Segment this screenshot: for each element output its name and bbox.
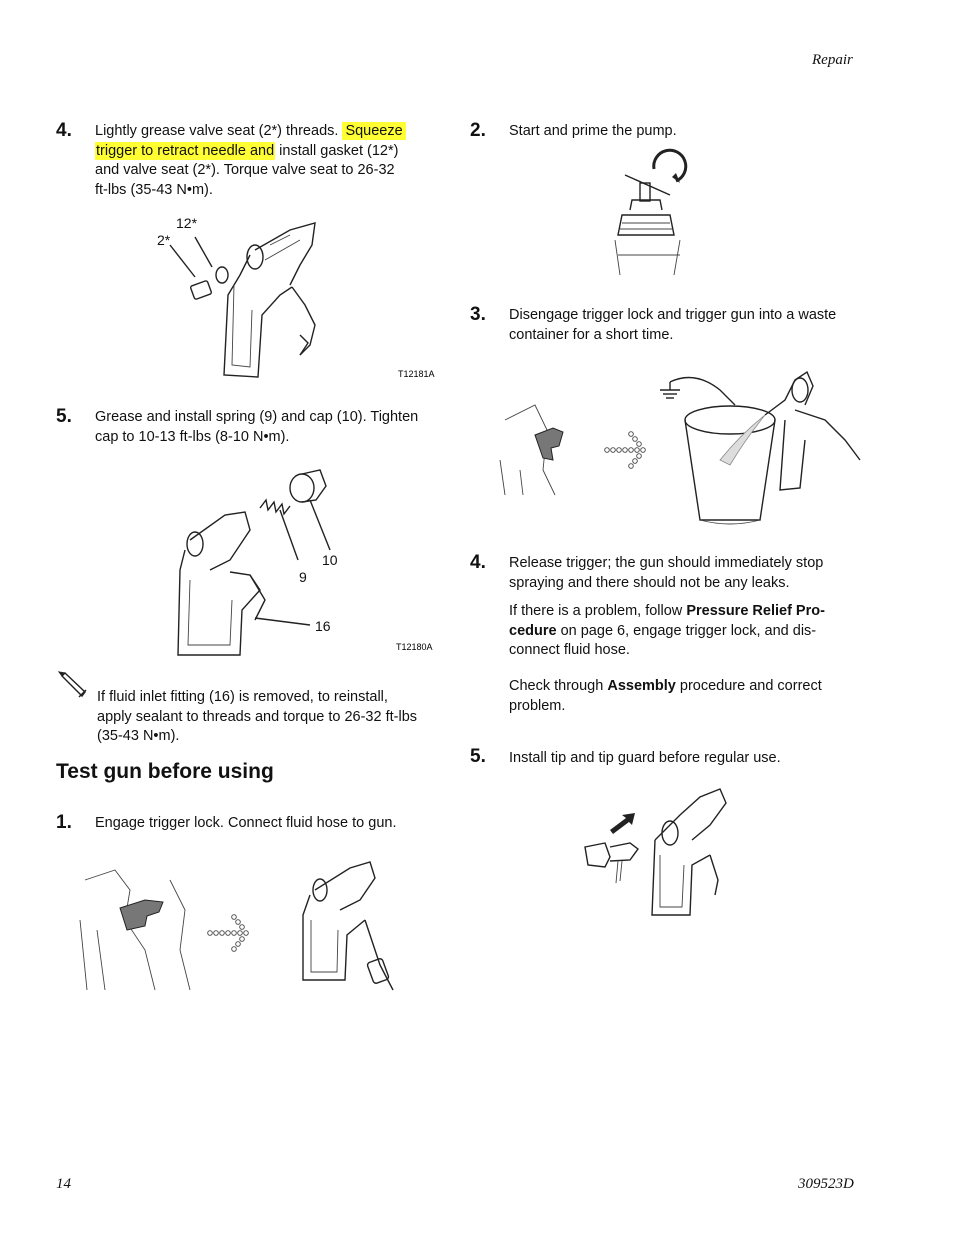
step-text-line: cap to 10-13 ft-lbs (8-10 N•m). bbox=[95, 428, 290, 445]
step-text-line: problem. bbox=[509, 697, 566, 714]
step-text-line: Disengage trigger lock and trigger gun i… bbox=[509, 307, 837, 323]
step-paragraph: Check through Assembly procedure and cor… bbox=[509, 677, 869, 716]
figure-code: T12181A bbox=[398, 369, 435, 379]
callout-label: 16 bbox=[315, 618, 331, 634]
step-paragraph: If there is a problem, follow Pressure R… bbox=[509, 602, 869, 661]
step-number: 5. bbox=[470, 746, 486, 767]
waste-container-illustration bbox=[499, 370, 861, 525]
callout-label: 9 bbox=[299, 569, 307, 585]
step-text: Grease and install spring (9) and cap (1… bbox=[95, 408, 455, 447]
note-text: If fluid inlet fitting (16) is removed, … bbox=[97, 688, 457, 747]
pencil-icon bbox=[57, 671, 87, 698]
bold-reference: cedure bbox=[509, 622, 557, 639]
bold-reference: Assembly bbox=[607, 678, 676, 694]
note-line: apply sealant to threads and torque to 2… bbox=[97, 708, 418, 725]
step-text-line: container for a short time. bbox=[509, 326, 674, 343]
step-text: Start and prime the pump. bbox=[509, 123, 677, 139]
tip-install-illustration bbox=[584, 788, 727, 916]
step-text-line: Lightly grease valve seat (2*) threads. bbox=[95, 123, 343, 139]
section-heading: Test gun before using bbox=[56, 760, 274, 783]
pump-prime-illustration bbox=[614, 148, 688, 276]
spray-gun-illustration: T12180A bbox=[177, 469, 433, 656]
spray-gun-illustration: T12181A bbox=[169, 222, 435, 379]
highlighted-text: trigger to retract needle and bbox=[95, 141, 276, 160]
step-number: 5. bbox=[56, 406, 72, 427]
running-header: Repair bbox=[812, 52, 853, 68]
step-text: Engage trigger lock. Connect fluid hose … bbox=[95, 815, 397, 831]
note-line: If fluid inlet fitting (16) is removed, … bbox=[97, 689, 388, 705]
page-number: 14 bbox=[56, 1176, 71, 1192]
step-number: 4. bbox=[470, 552, 486, 573]
step-text-line: Release trigger; the gun should immediat… bbox=[509, 555, 824, 571]
callout-label: 12* bbox=[176, 215, 198, 231]
step-text-line: ft-lbs (35-43 N•m). bbox=[95, 181, 213, 198]
step-text-line: Grease and install spring (9) and cap (1… bbox=[95, 409, 419, 425]
step-text-line: spraying and there should not be any lea… bbox=[509, 574, 790, 591]
step-text-line: and valve seat (2*). Torque valve seat t… bbox=[95, 162, 395, 178]
step-text: Release trigger; the gun should immediat… bbox=[509, 554, 869, 593]
callout-label: 2* bbox=[157, 232, 171, 248]
document-code: 309523D bbox=[798, 1176, 854, 1192]
step-text: Install tip and tip guard before regular… bbox=[509, 750, 781, 766]
step-text-line: If there is a problem, follow bbox=[509, 603, 687, 619]
callout-label: 10 bbox=[322, 552, 338, 568]
step-text-line: Check through bbox=[509, 678, 608, 694]
step-number: 1. bbox=[56, 812, 72, 833]
highlighted-text: Squeeze bbox=[342, 122, 406, 140]
step-text: Lightly grease valve seat (2*) threads. … bbox=[95, 122, 445, 200]
step-text-line: install gasket (12*) bbox=[275, 142, 399, 159]
step-number: 4. bbox=[56, 120, 72, 141]
step-text-line: connect fluid hose. bbox=[509, 642, 630, 658]
figure-code: T12180A bbox=[396, 642, 433, 652]
bold-reference: Pressure Relief Pro- bbox=[686, 603, 825, 619]
step-number: 2. bbox=[470, 120, 486, 141]
step-text-line: on page 6, engage trigger lock, and dis- bbox=[556, 622, 817, 639]
trigger-lock-illustration bbox=[79, 861, 394, 991]
note-line: (35-43 N•m). bbox=[97, 728, 180, 744]
step-number: 3. bbox=[470, 304, 486, 325]
step-text-line: procedure and correct bbox=[675, 678, 822, 694]
step-text: Disengage trigger lock and trigger gun i… bbox=[509, 306, 869, 345]
